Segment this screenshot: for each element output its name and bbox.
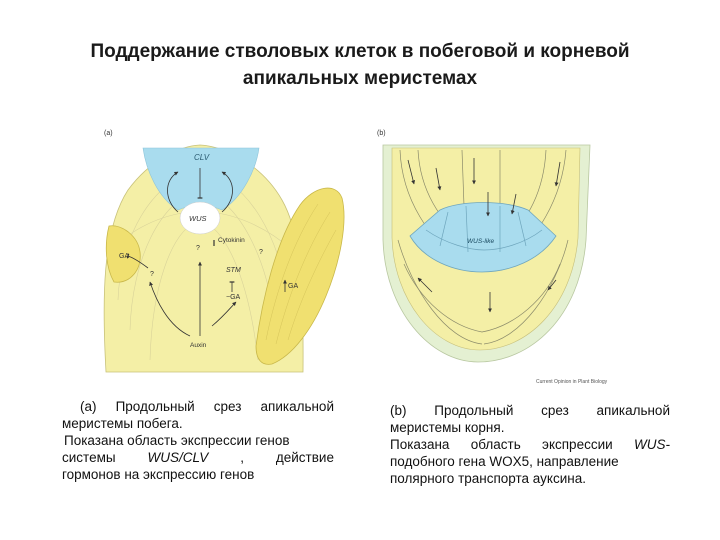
wus-clv-arrow-left [167, 171, 179, 213]
ga-left-label: GA [119, 253, 129, 260]
caption-a-line-2: меристемы побега. [62, 416, 183, 431]
title-line-1: Поддержание стволовых клеток в побеговой… [90, 41, 630, 62]
source-credit: Current Opinion in Plant Biology [536, 379, 608, 385]
title-line-2: апикальных меристемах [242, 68, 478, 89]
wus-clv-arrow-right [221, 171, 233, 213]
caption-a-line-4-part-1: системы [62, 450, 116, 465]
caption-b-line-3: Показана область экспрессии WUS- [390, 436, 670, 453]
stm-label: STM [226, 267, 241, 274]
panel-b-root-meristem: (b) WUS-like [377, 130, 608, 385]
caption-panel-a: (а) Продольный срез апикальной меристемы… [62, 398, 334, 483]
auxin-left-arrow [149, 281, 191, 337]
left-ga-inhibition [126, 253, 149, 269]
auxin-transport-arrows [407, 158, 561, 313]
minus-ga-label: −GA [226, 294, 241, 301]
caption-b-line-1: (b) Продольный срез апикальной [390, 403, 670, 418]
caption-a-line-3: Показана область экспрессии генов [64, 433, 290, 448]
question-mark-1: ? [196, 245, 200, 252]
caption-panel-b: (b) Продольный срез апикальной меристемы… [390, 402, 670, 487]
cytokinin-label: Cytokinin [218, 237, 245, 244]
caption-a-line-1: (а) Продольный срез апикальной [80, 399, 334, 414]
question-mark-3: ? [259, 249, 263, 256]
caption-a-line-4: системы WUS/CLV , действие [62, 449, 334, 466]
question-mark-2: ? [150, 271, 154, 278]
wus-label: WUS [189, 214, 207, 223]
panel-a-shoot-meristem: (a) CLV WUS Cytokinin [103, 130, 345, 373]
wus-like-label: WUS-like [467, 238, 494, 245]
caption-b-line-3-part-1: Показана область экспрессии [390, 437, 613, 452]
caption-b-wus: WUS- [634, 437, 670, 452]
right-primordium [255, 187, 345, 365]
wus-zone [179, 201, 221, 235]
slide-title: Поддержание стволовых клеток в побеговой… [0, 38, 720, 92]
caption-b-line-2: меристемы корня. [390, 420, 505, 435]
caption-a-line-5: гормонов на экспрессию генов [62, 467, 255, 482]
panel-b-tag: (b) [377, 130, 386, 137]
caption-b-line-4: подобного гена WOX5, направление [390, 454, 619, 469]
caption-a-line-4-part-3: , [240, 450, 244, 465]
primordium-lines [265, 203, 337, 345]
auxin-right-arrow [211, 301, 237, 327]
caption-a-wus-clv: WUS/CLV [147, 450, 209, 465]
ga-right-label: GA [288, 283, 298, 290]
panel-a-tag: (a) [104, 130, 113, 137]
caption-b-line-5: полярного транспорта ауксина. [390, 471, 586, 486]
left-primordium [105, 225, 141, 283]
wus-like-cells [425, 205, 543, 253]
caption-a-line-4-part-4: действие [275, 450, 334, 465]
auxin-label: Auxin [190, 342, 207, 349]
clv-label: CLV [194, 153, 210, 162]
